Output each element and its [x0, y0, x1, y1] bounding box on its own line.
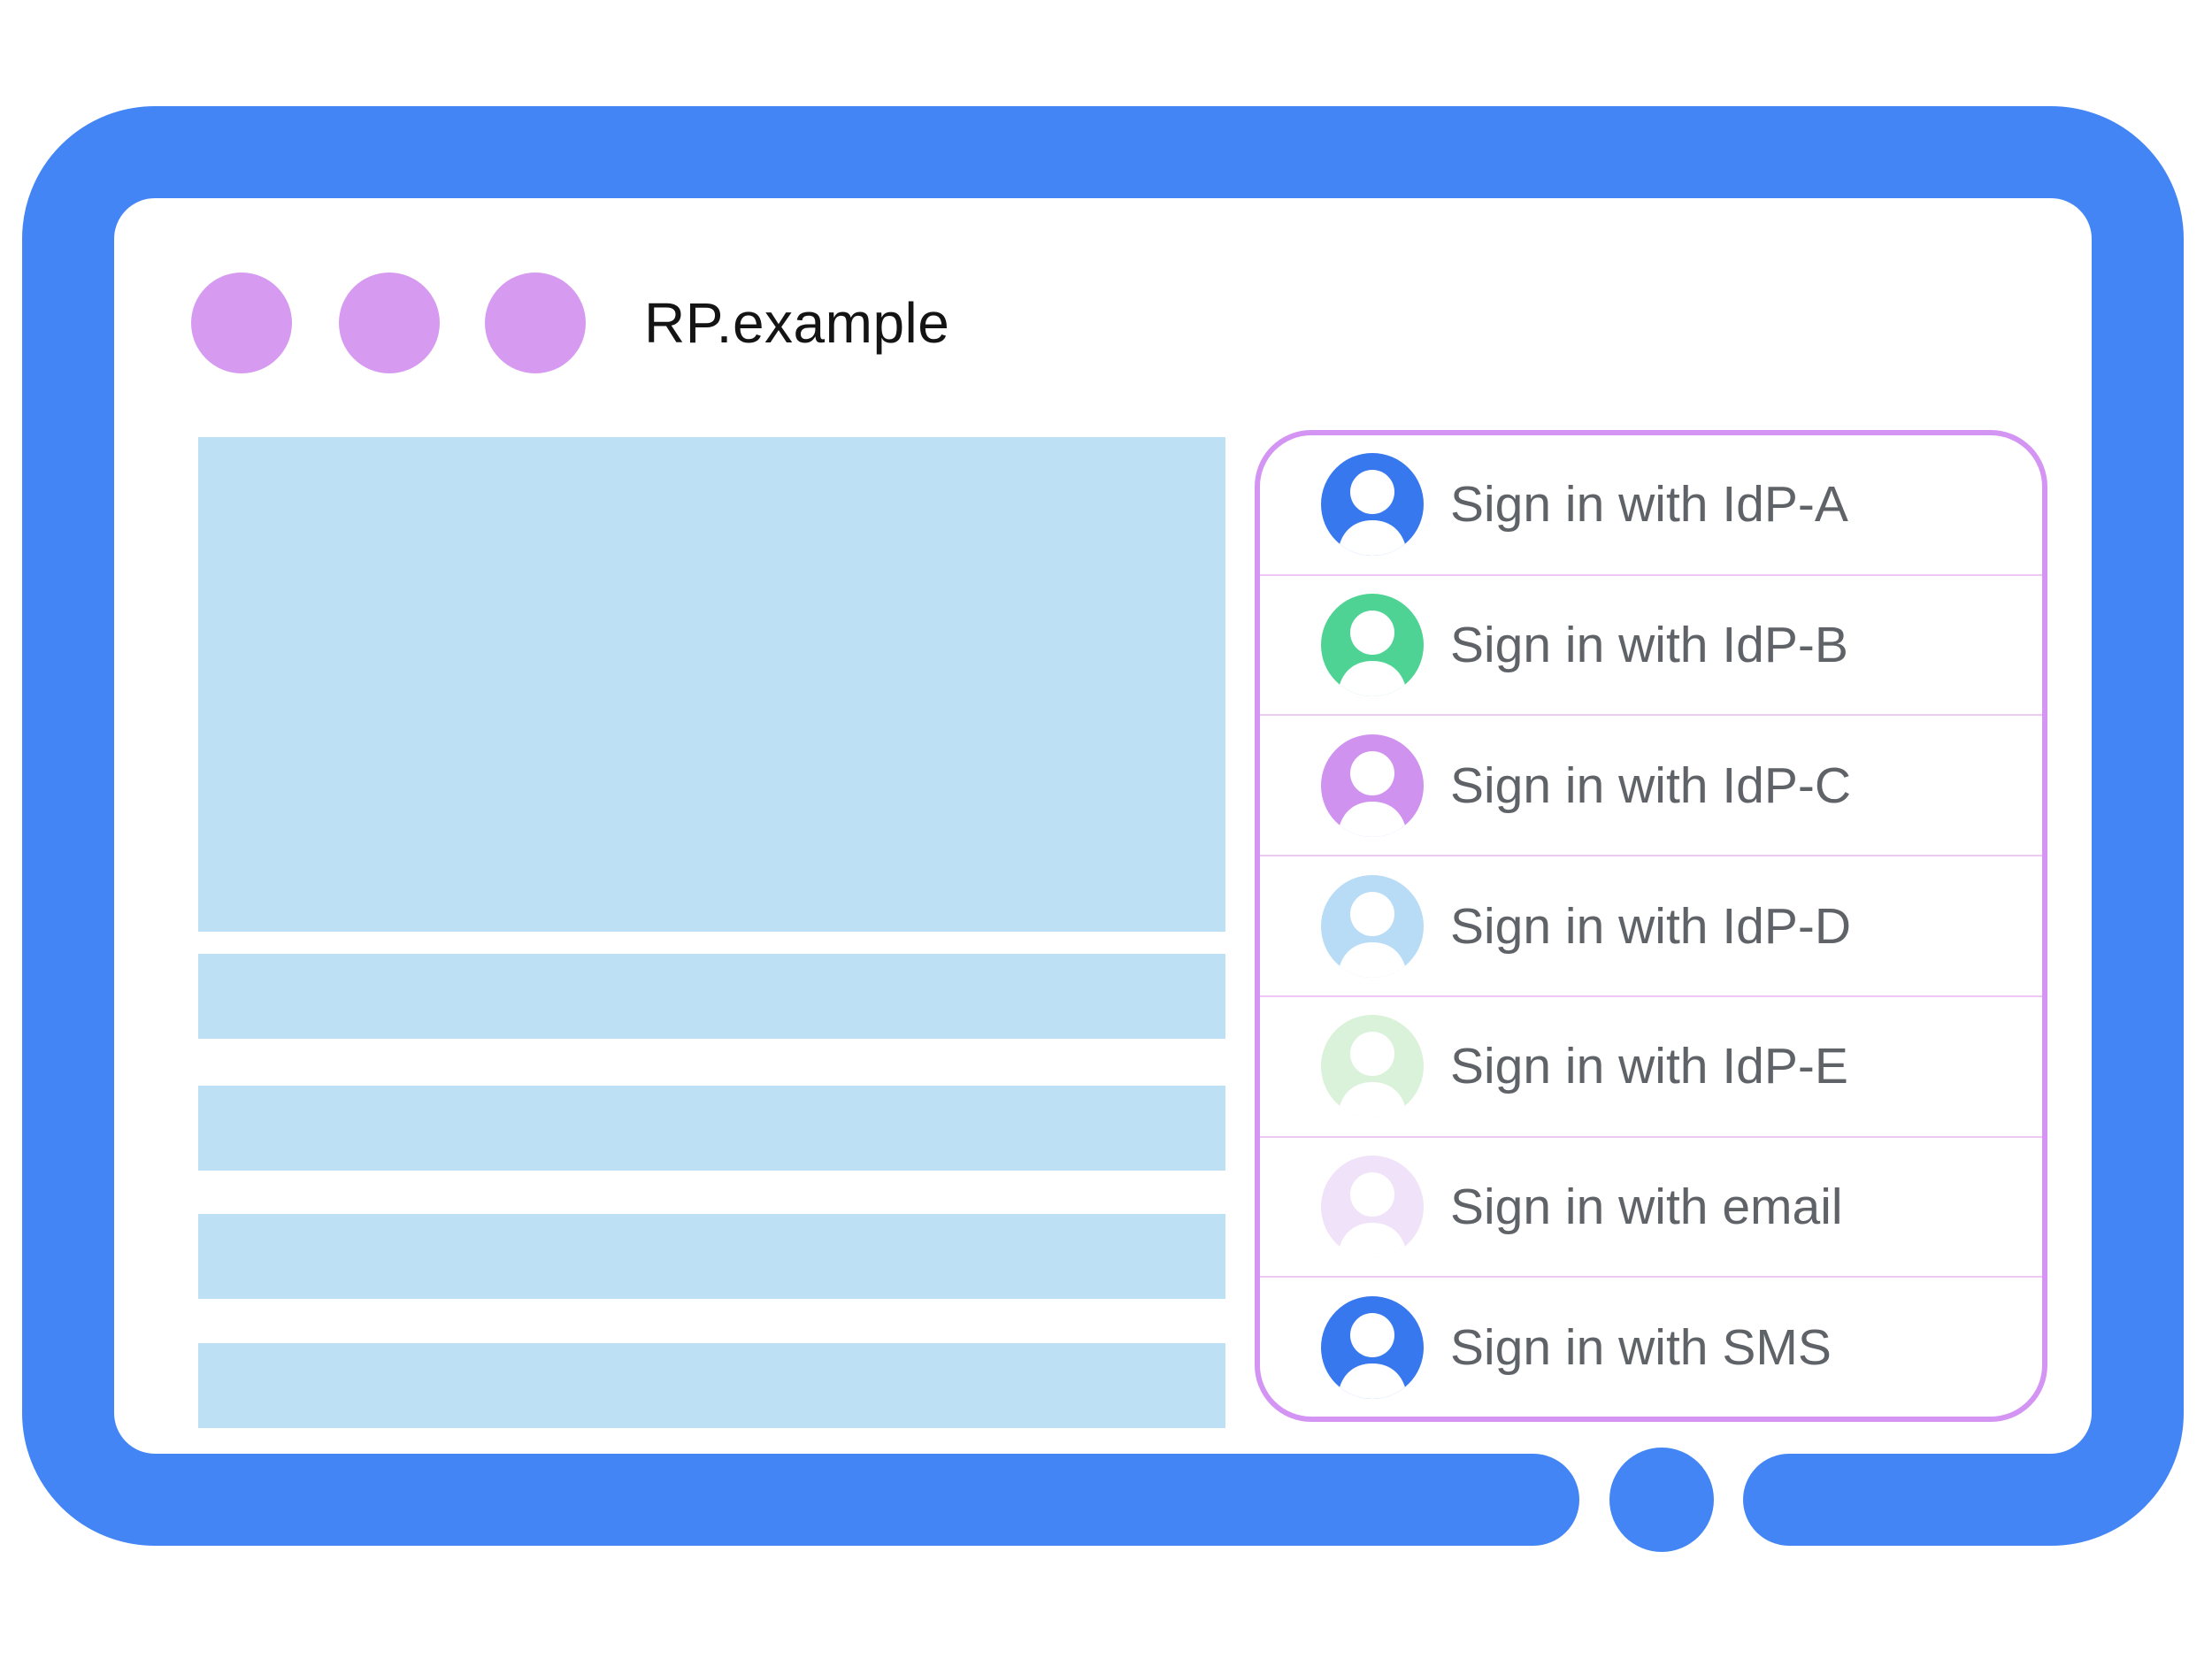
window-control-dot: [339, 273, 440, 373]
page-title: RP.example: [644, 291, 950, 355]
text-line-placeholder: [198, 1086, 1225, 1171]
signin-option-label: Sign in with SMS: [1450, 1318, 1832, 1376]
signin-option-idp-a[interactable]: Sign in with IdP-A: [1260, 435, 2042, 574]
signin-option-label: Sign in with email: [1450, 1178, 1843, 1235]
signin-option-email[interactable]: Sign in with email: [1260, 1135, 2042, 1277]
signin-option-label: Sign in with IdP-C: [1450, 757, 1852, 814]
text-line-placeholder: [198, 1343, 1225, 1428]
signin-panel: Sign in with IdP-A Sign in with IdP-B Si…: [1255, 430, 2047, 1422]
frame-bottom-bar-left-cap: [1433, 1454, 1579, 1546]
user-avatar-icon: [1321, 594, 1424, 697]
window-control-dot: [485, 273, 586, 373]
signin-option-label: Sign in with IdP-D: [1450, 897, 1852, 955]
text-line-placeholder: [198, 954, 1225, 1039]
window-control-dot: [191, 273, 292, 373]
user-avatar-icon: [1321, 453, 1424, 557]
signin-option-idp-e[interactable]: Sign in with IdP-E: [1260, 995, 2042, 1136]
hero-image-placeholder: [198, 437, 1225, 932]
user-avatar-icon: [1321, 1155, 1424, 1258]
signin-option-idp-b[interactable]: Sign in with IdP-B: [1260, 573, 2042, 715]
user-avatar-icon: [1321, 1295, 1424, 1399]
signin-option-sms[interactable]: Sign in with SMS: [1260, 1276, 2042, 1417]
signin-option-label: Sign in with IdP-B: [1450, 617, 1848, 674]
frame-bottom-bar-right-cap: [1743, 1454, 1889, 1546]
signin-option-label: Sign in with IdP-A: [1450, 476, 1848, 534]
user-avatar-icon: [1321, 874, 1424, 978]
signin-option-idp-c[interactable]: Sign in with IdP-C: [1260, 714, 2042, 855]
signin-option-label: Sign in with IdP-E: [1450, 1038, 1848, 1095]
text-line-placeholder: [198, 1214, 1225, 1299]
signin-option-idp-d[interactable]: Sign in with IdP-D: [1260, 855, 2042, 995]
user-avatar-icon: [1321, 733, 1424, 837]
home-button[interactable]: [1609, 1448, 1714, 1552]
user-avatar-icon: [1321, 1015, 1424, 1118]
